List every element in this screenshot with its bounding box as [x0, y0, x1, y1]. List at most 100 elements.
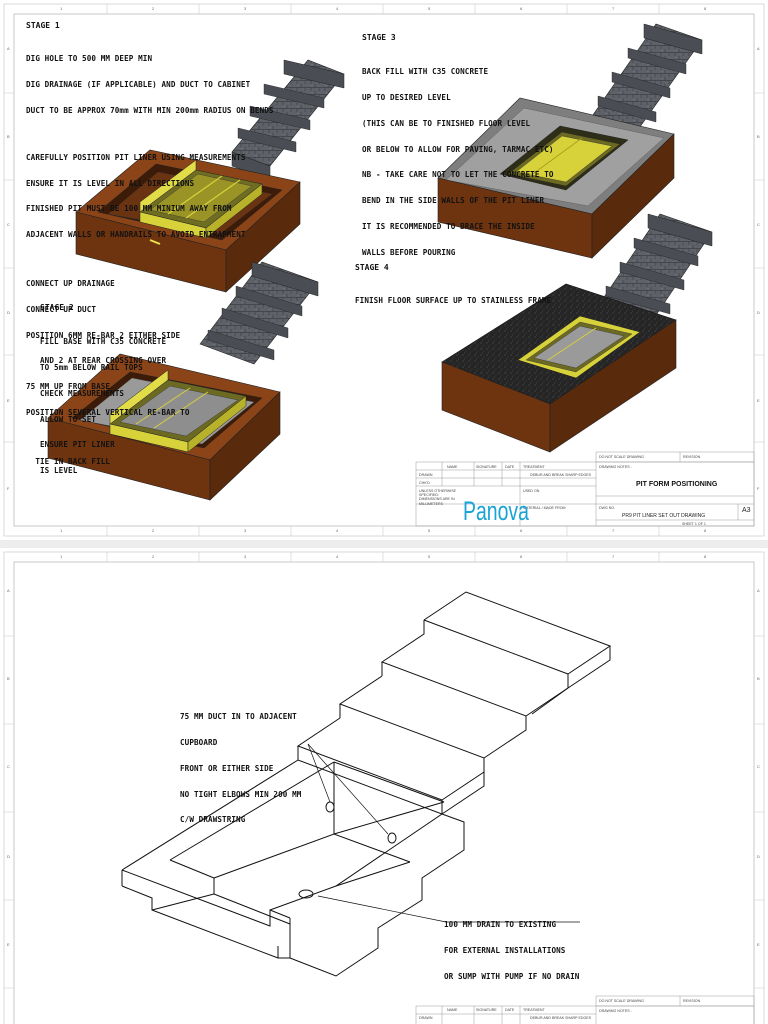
grid-row-label: A [7, 588, 10, 593]
stage4-heading: STAGE 4 [355, 263, 389, 272]
grid-col-label: 6 [520, 6, 523, 11]
note-line: TO 5mm BELOW RAIL TOPS [40, 362, 143, 372]
stage1-illustration [75, 59, 345, 293]
col-name-label: NAME [447, 1008, 458, 1012]
grid-row-label: C [757, 222, 760, 227]
grid-col-label: 1 [60, 6, 63, 11]
grid-col-label: 1 [60, 554, 63, 559]
grid-col-label: 4 [336, 554, 339, 559]
sheet1-artwork [3, 3, 765, 537]
drawing-sheet-2: 1 2 3 4 5 6 7 8 A B C D E A B C D E 75 M… [0, 548, 768, 1024]
stage3-stairs [587, 23, 703, 139]
grid-col-label: 4 [336, 528, 339, 533]
drawing-sheet-1: 1 2 3 4 5 6 7 8 1 2 3 4 5 6 7 8 A B C D … [3, 3, 765, 537]
grid-col-label: 4 [336, 6, 339, 11]
note-line: IT IS RECOMMENDED TO BRACE THE INSIDE [362, 221, 535, 231]
note-line: FILL BASE WITH C35 CONCRETE [40, 337, 167, 347]
grid-col-label: 8 [704, 554, 707, 559]
note-line: DIG HOLE TO 500 MM DEEP MIN [26, 54, 153, 64]
grid-col-label: 3 [244, 6, 247, 11]
note-line: POSITION 6MM RE-BAR 2 EITHER SIDE [26, 330, 181, 340]
used-on-label: USED ON [523, 489, 540, 493]
col-date-label: DATE [505, 465, 515, 469]
revision-label: REVISION [683, 999, 701, 1003]
note-line: NB - TAKE CARE NOT TO LET THE CONCRETE T… [362, 170, 554, 180]
note-line: FOR EXTERNAL INSTALLATIONS [444, 945, 566, 955]
grid-col-label: 1 [60, 528, 63, 533]
note-line: DUCT TO BE APPROX 70mm WITH MIN 200mm RA… [26, 105, 274, 115]
note-line: TIE IN BACK FILL [26, 456, 111, 466]
note-line: NO TIGHT ELBOWS MIN 200 MM [180, 789, 302, 799]
grid-col-label: 7 [612, 6, 615, 11]
stage2-notes: FILL BASE WITH C35 CONCRETE TO 5mm BELOW… [40, 321, 166, 493]
note-line: DIG DRAINAGE (IF APPLICABLE) AND DUCT TO… [26, 79, 251, 89]
note-line: WALLS BEFORE POURING [362, 247, 456, 257]
drawn-label: DRAWN [419, 1016, 433, 1020]
stage2-heading: STAGE 2 [40, 303, 74, 312]
note-line: FINISH FLOOR SURFACE UP TO STAINLESS FRA… [355, 296, 552, 306]
stage2-stairs [199, 261, 319, 365]
grid-row-label: D [757, 310, 760, 315]
note-line [26, 133, 274, 137]
stage1-notes: DIG HOLE TO 500 MM DEEP MIN DIG DRAINAGE… [26, 38, 274, 484]
grid-row-label: F [757, 486, 760, 491]
grid-row-label: B [7, 134, 10, 139]
drawn-label: DRAWN [419, 473, 433, 477]
stage3-heading: STAGE 3 [362, 33, 396, 42]
grid-col-label: 3 [244, 528, 247, 533]
note-line: CAREFULLY POSITION PIT LINER USING MEASU… [26, 152, 246, 162]
grid-row-label: C [7, 764, 10, 769]
panova-logo: Panova [463, 496, 529, 526]
note-line: IS LEVEL [40, 466, 78, 476]
grid-row-label: B [757, 676, 760, 681]
pit-line-drawing [121, 591, 612, 977]
page-separator [0, 540, 768, 548]
outer-border [3, 551, 765, 1024]
deburr-label: DEBUR AND BREAK SHARP EDGES [530, 1016, 592, 1020]
note-line: POSITION SEVERAL VERTICAL RE-BAR TO [26, 407, 190, 417]
grid-col-label: 5 [428, 554, 431, 559]
drawing-notes-label: DRAWING NOTES : [599, 465, 632, 469]
note-line: CUPBOARD [180, 737, 218, 747]
note-line: BACK FILL WITH C35 CONCRETE [362, 67, 489, 77]
grid-col-label: 8 [704, 528, 707, 533]
revision-label: REVISION [683, 455, 701, 459]
note-line [26, 257, 274, 263]
grid-col-label: 2 [152, 6, 155, 11]
do-not-scale-label: DO NOT SCALE DRAWING [599, 999, 644, 1003]
grid-col-label: 6 [520, 528, 523, 533]
outer-border [3, 3, 765, 537]
inner-border [13, 13, 755, 527]
deburr-label: DEBUR AND BREAK SHARP EDGES [530, 473, 592, 477]
inner-border [13, 561, 755, 1024]
col-treatment-label: TREATMENT [523, 465, 545, 469]
stage3-notes: BACK FILL WITH C35 CONCRETE UP TO DESIRE… [362, 51, 554, 274]
grid-row-label: D [7, 310, 10, 315]
col-signature-label: SIGNATURE [476, 1008, 497, 1012]
note-line: ENSURE PIT LINER [40, 440, 115, 450]
note-line: C/W DRAWSTRING [180, 815, 246, 825]
grid-row-label: E [7, 942, 10, 947]
note-line: ADJACENT WALLS OR HANDRAILS TO AVOID ENT… [26, 230, 246, 240]
grid-col-label: 7 [612, 554, 615, 559]
note-line: FRONT OR EITHER SIDE [180, 763, 274, 773]
col-signature-label: SIGNATURE [476, 465, 497, 469]
col-name-label: NAME [447, 465, 458, 469]
note-line: ALLOW TO SET [40, 414, 97, 424]
material-label: MATERIAL / MADE FROM [523, 506, 566, 510]
grid-row-label: B [7, 676, 10, 681]
sheet2-artwork [3, 551, 765, 1024]
grid-col-label: 2 [152, 554, 155, 559]
grid-col-label: 5 [428, 528, 431, 533]
note-line: (THIS CAN BE TO FINISHED FLOOR LEVEL [362, 118, 531, 128]
grid-col-label: 3 [244, 554, 247, 559]
do-not-scale-label: DO NOT SCALE DRAWING [599, 455, 644, 459]
grid-row-label: E [757, 398, 760, 403]
note-line: UP TO DESIRED LEVEL [362, 92, 451, 102]
grid-row-label: C [7, 222, 10, 227]
grid-col-label: 2 [152, 528, 155, 533]
stage4-notes: FINISH FLOOR SURFACE UP TO STAINLESS FRA… [355, 280, 551, 323]
grid-col-label: 5 [428, 6, 431, 11]
drain-note: 100 MM DRAIN TO EXISTING FOR EXTERNAL IN… [444, 904, 579, 999]
col-treatment-label: TREATMENT [523, 1008, 545, 1012]
